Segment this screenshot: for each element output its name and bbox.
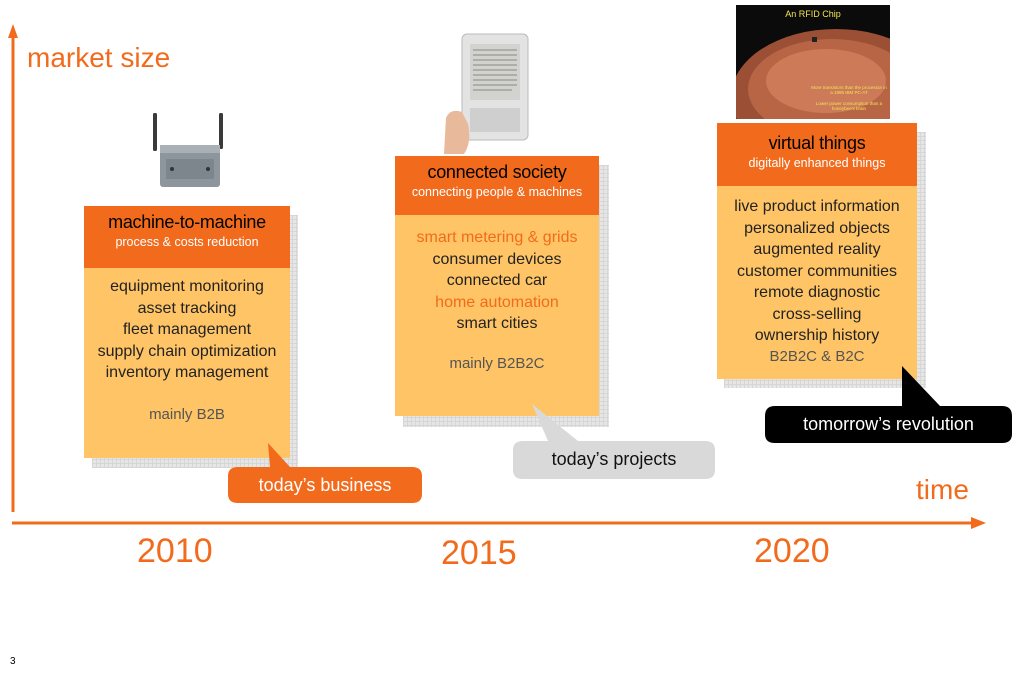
card-header: virtual things digitally enhanced things [717, 123, 917, 186]
card-header: connected society connecting people & ma… [395, 156, 599, 215]
card-item: augmented reality [753, 241, 881, 258]
card-item: customer communities [736, 262, 898, 280]
callout-tomorrows-revolution: tomorrow’s revolution [803, 414, 974, 434]
router-device-image [153, 113, 223, 187]
card-item: inventory management [105, 364, 269, 381]
rfid-image-caption-1: More transistors than the processor in a… [811, 85, 887, 95]
y-axis-arrowhead [8, 24, 18, 38]
card-virtual-things: virtual things digitally enhanced things… [717, 123, 917, 379]
callout-tomorrows-revolution-shape [765, 366, 1012, 443]
callout-todays-projects: today’s projects [551, 449, 677, 469]
card-item: remote diagnostic [753, 284, 881, 301]
ereader-in-hand-image [444, 33, 529, 154]
card-item-highlighted: smart metering & grids [416, 229, 578, 246]
card-footer: mainly B2B [149, 405, 225, 423]
x-axis-label: time [916, 474, 969, 505]
card-header: machine-to-machine process & costs reduc… [84, 206, 290, 268]
year-label-2015: 2015 [441, 534, 517, 572]
card-title: connected society [427, 162, 567, 182]
rfid-image-title: An RFID Chip [785, 9, 841, 19]
card-item: live product information [734, 198, 900, 215]
y-axis-label: market size [27, 42, 171, 73]
card-item: fleet management [122, 321, 252, 338]
slide-number: 3 [10, 656, 16, 667]
card-footer: mainly B2B2C [449, 354, 545, 372]
card-item: ownership history [754, 327, 880, 344]
card-machine-to-machine: machine-to-machine process & costs reduc… [84, 206, 290, 458]
card-footer: B2B2C & B2C [769, 347, 865, 365]
callout-todays-projects-shape [513, 404, 715, 479]
card-item: asset tracking [137, 299, 237, 317]
card-item-highlighted: home automation [435, 293, 559, 311]
card-subtitle: digitally enhanced things [748, 156, 886, 170]
rfid-chip-image: An RFID Chip More transistors than the p… [736, 5, 890, 119]
year-label-2020: 2020 [754, 532, 830, 570]
card-item: connected car [446, 272, 548, 289]
card-item: supply chain optimization [97, 342, 277, 360]
x-axis-arrowhead [971, 517, 986, 529]
card-subtitle: process & costs reduction [115, 235, 259, 249]
card-item: consumer devices [432, 250, 562, 268]
card-connected-society: connected society connecting people & ma… [395, 156, 599, 416]
card-item-list: smart metering & grids consumer devices … [395, 215, 599, 335]
card-item: equipment monitoring [110, 278, 264, 295]
card-title: virtual things [768, 133, 866, 153]
card-item: smart cities [456, 315, 538, 332]
card-subtitle: connecting people & machines [411, 185, 583, 199]
callout-todays-business: today’s business [258, 475, 392, 495]
card-item: personalized objects [744, 219, 890, 237]
card-item-list: live product information personalized ob… [717, 186, 917, 347]
callout-todays-business-shape [228, 443, 422, 503]
card-title: machine-to-machine [108, 212, 266, 232]
year-label-2010: 2010 [137, 532, 213, 570]
card-item-list: equipment monitoring asset tracking flee… [84, 268, 290, 384]
rfid-image-caption-2: Lower power consumption than a honeybee'… [815, 101, 883, 111]
card-item: cross-selling [772, 305, 862, 323]
